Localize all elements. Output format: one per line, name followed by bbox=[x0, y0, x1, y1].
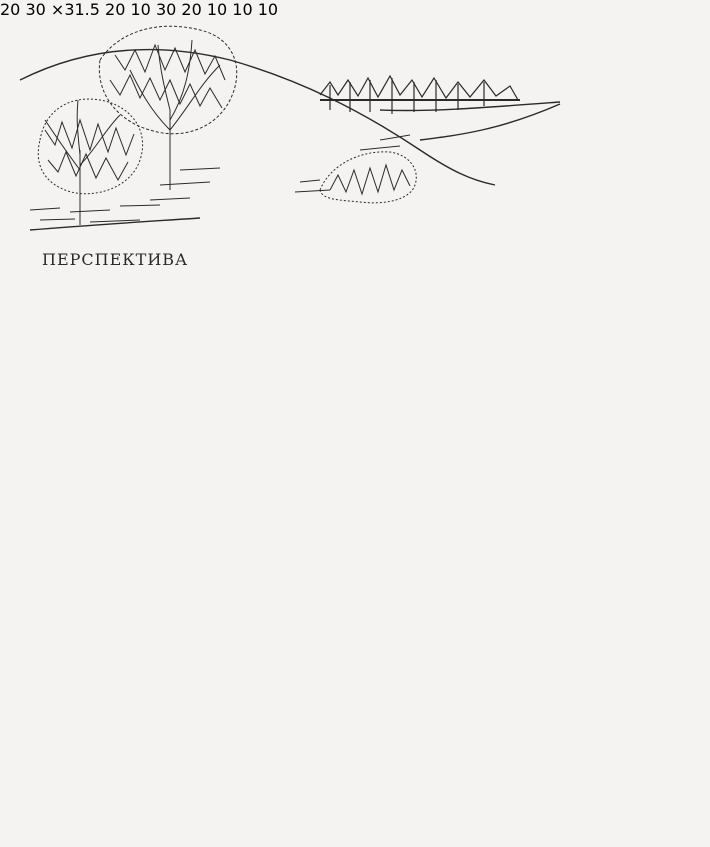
interval-label-lower: 10 bbox=[257, 0, 279, 19]
contour-label-20-top: 20 bbox=[0, 0, 21, 19]
contour-label-30: 30 bbox=[25, 0, 46, 19]
spot-height-label: ×31.5 bbox=[50, 0, 100, 19]
distant-forest bbox=[319, 74, 520, 114]
tree-cluster bbox=[29, 25, 238, 225]
perspective-landscape bbox=[19, 25, 561, 231]
topo-labels: 20 30 ×31.5 20 10 30 20 10 10 10 bbox=[0, 0, 278, 19]
ground-line bbox=[29, 217, 201, 231]
contour-label-20-bottom: 20 bbox=[105, 0, 126, 19]
elevation-tick-10: 10 bbox=[206, 0, 228, 19]
horizon-line bbox=[379, 101, 561, 112]
hill-outline bbox=[19, 48, 496, 186]
elevation-tick-20: 20 bbox=[181, 0, 202, 19]
contour-label-10: 10 bbox=[130, 0, 151, 19]
valley-line bbox=[419, 103, 561, 141]
bush-cluster bbox=[294, 134, 417, 204]
elevation-tick-30: 30 bbox=[155, 0, 177, 19]
interval-label-upper: 10 bbox=[232, 0, 253, 19]
perspective-title: ПЕРСПЕКТИВА bbox=[42, 250, 189, 269]
